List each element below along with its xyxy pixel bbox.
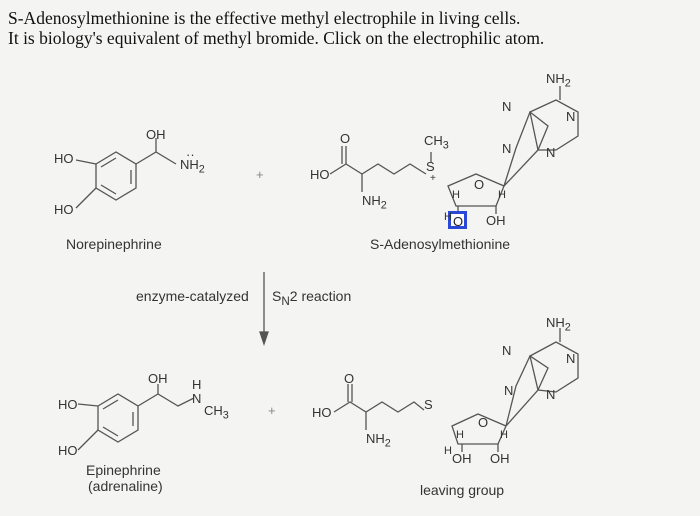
sah-n-1[interactable]: N — [502, 343, 512, 358]
sah-adenine-nh2[interactable]: NH2 — [546, 315, 571, 334]
sah-sulfur[interactable]: S — [424, 397, 433, 412]
sam-carbonyl-o[interactable]: O — [340, 131, 351, 146]
question-line-1: S-Adenosylmethionine is the effective me… — [8, 8, 521, 28]
sam-adenine-6ring — [529, 99, 579, 151]
norepinephrine-label: Norepinephrine — [66, 236, 162, 252]
epinephrine-ch3[interactable]: CH3 — [204, 403, 229, 422]
sah-oh-left[interactable]: OH — [452, 451, 472, 466]
reaction-label: enzyme-catalyzed — [136, 288, 249, 304]
epinephrine-oh[interactable]: OH — [148, 371, 168, 386]
sah-h-right: H — [500, 429, 508, 441]
epinephrine-ho-top[interactable]: HO — [58, 397, 78, 412]
sam-adenine-5ring — [503, 110, 549, 187]
sam-label: S-Adenosylmethionine — [370, 236, 511, 252]
epinephrine-label: Epinephrine — [86, 462, 161, 478]
adrenaline-label: (adrenaline) — [88, 478, 163, 494]
sah-n-2[interactable]: N — [566, 351, 576, 366]
sah-oh-right[interactable]: OH — [490, 451, 510, 466]
sam-n-3[interactable]: N — [502, 141, 512, 156]
sah-adenine-6ring — [529, 341, 579, 393]
norepinephrine-nh2[interactable]: NH2 — [180, 157, 205, 176]
sam-ho[interactable]: HO — [310, 167, 330, 182]
sam-sulfur[interactable]: S — [426, 159, 435, 174]
sah-n-4[interactable]: N — [546, 387, 556, 402]
sah-h-bottom: H — [444, 445, 452, 457]
plus-sign-top: + — [256, 167, 264, 182]
sam-nh2[interactable]: NH2 — [362, 193, 387, 212]
epinephrine-n[interactable]: N — [192, 391, 202, 406]
sah-ring-o[interactable]: O — [478, 415, 489, 430]
sam-sulfur-charge: + — [430, 173, 436, 184]
epinephrine-ring — [97, 393, 139, 443]
electrophilic-atom-selection[interactable]: O — [448, 211, 467, 229]
plus-sign-bottom: + — [268, 403, 276, 418]
sah-ribose — [451, 413, 507, 445]
sah-n-3[interactable]: N — [504, 383, 514, 398]
sah-h-left: H — [456, 429, 464, 441]
norepinephrine-oh[interactable]: OH — [146, 127, 166, 142]
norepinephrine-ho-top[interactable]: HO — [54, 151, 74, 166]
sah-ho[interactable]: HO — [312, 405, 332, 420]
sam-h-right: H — [498, 189, 506, 201]
sah-nh2[interactable]: NH2 — [366, 431, 391, 450]
sam-ch3[interactable]: CH3 — [424, 133, 449, 152]
sam-ring-o[interactable]: O — [474, 177, 485, 192]
norepinephrine-ho-bottom[interactable]: HO — [54, 202, 74, 217]
sah-adenine-5ring — [505, 355, 549, 427]
sam-n-1[interactable]: N — [502, 99, 512, 114]
sam-n-2[interactable]: N — [566, 109, 576, 124]
question-line-2: It is biology's equivalent of methyl bro… — [8, 28, 545, 48]
sam-h-ring: H — [444, 211, 452, 223]
leaving-group-label: leaving group — [420, 482, 505, 498]
sn2-label: SN2 reaction — [272, 288, 352, 308]
sam-h-left: H — [452, 189, 460, 201]
sah-carbonyl-o[interactable]: O — [344, 371, 355, 386]
epinephrine-h: H — [192, 377, 202, 392]
norepinephrine-dots: ·· — [186, 147, 195, 162]
sam-n-4[interactable]: N — [546, 145, 556, 160]
epinephrine-ho-bottom[interactable]: HO — [58, 443, 78, 458]
sam-oh[interactable]: OH — [486, 213, 506, 228]
sam-adenine-nh2[interactable]: NH2 — [546, 71, 571, 90]
norepinephrine-ring — [95, 151, 137, 201]
sam-ribose — [447, 173, 505, 207]
